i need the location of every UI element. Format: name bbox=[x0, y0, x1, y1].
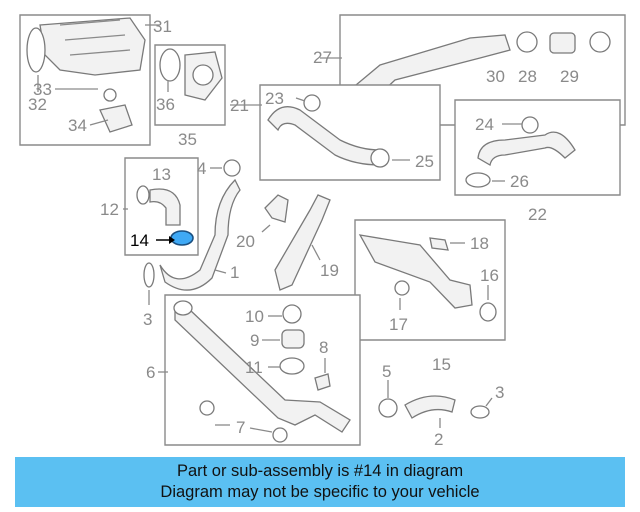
label-1: 1 bbox=[230, 263, 239, 282]
label-7: 7 bbox=[236, 418, 245, 437]
label-33: 33 bbox=[33, 80, 52, 99]
hose-22 bbox=[477, 131, 576, 167]
label-35: 35 bbox=[178, 130, 197, 149]
label-20: 20 bbox=[236, 232, 255, 251]
hose-1 bbox=[159, 178, 241, 291]
box-21-group bbox=[259, 84, 441, 181]
label-6: 6 bbox=[146, 363, 155, 382]
sleeve-7b bbox=[272, 427, 288, 443]
label-5: 5 bbox=[382, 362, 391, 381]
label-19: 19 bbox=[320, 261, 339, 280]
bolt-18 bbox=[429, 237, 449, 251]
label-27: 27 bbox=[313, 48, 332, 67]
box-6-group bbox=[164, 294, 361, 446]
sleeve-9 bbox=[281, 329, 305, 349]
banner-line-2: Diagram may not be specific to your vehi… bbox=[160, 483, 480, 501]
bolt-8 bbox=[314, 373, 331, 391]
box-21 bbox=[259, 84, 441, 181]
label-12: 12 bbox=[100, 200, 119, 219]
clamp-23 bbox=[303, 94, 321, 112]
label-9: 9 bbox=[250, 331, 259, 350]
sleeve-7a bbox=[199, 400, 215, 416]
info-banner: Part or sub-assembly is #14 in diagram D… bbox=[15, 457, 625, 507]
oring-33 bbox=[103, 88, 117, 102]
box-35-group bbox=[154, 44, 226, 126]
label-10: 10 bbox=[245, 307, 264, 326]
clamp-4 bbox=[223, 159, 241, 177]
label-13: 13 bbox=[152, 165, 171, 184]
part-labels: 31 32 33 34 35 36 27 30 28 29 21 23 25 2… bbox=[28, 17, 579, 449]
hose-13 bbox=[149, 188, 181, 226]
oring-16 bbox=[479, 302, 497, 322]
grommet-17 bbox=[394, 280, 410, 296]
label-15: 15 bbox=[432, 355, 451, 374]
label-3a: 3 bbox=[143, 310, 152, 329]
parts-diagram: 31 32 33 34 35 36 27 30 28 29 21 23 25 2… bbox=[19, 14, 626, 449]
sleeve-28 bbox=[549, 32, 576, 54]
label-24: 24 bbox=[475, 115, 494, 134]
label-29: 29 bbox=[560, 67, 579, 86]
pipe-19 bbox=[274, 194, 331, 291]
label-18: 18 bbox=[470, 234, 489, 253]
label-21: 21 bbox=[230, 96, 249, 115]
clamp-5 bbox=[378, 398, 398, 418]
clamp-25 bbox=[370, 148, 390, 168]
label-31: 31 bbox=[153, 17, 172, 36]
label-26: 26 bbox=[510, 172, 529, 191]
clamp-11 bbox=[279, 357, 305, 375]
oring-3b bbox=[470, 405, 490, 419]
label-30: 30 bbox=[486, 67, 505, 86]
box-22-group bbox=[454, 99, 621, 196]
pipe-15 bbox=[358, 234, 473, 309]
label-23: 23 bbox=[265, 89, 284, 108]
oring-3 bbox=[143, 262, 155, 288]
label-16: 16 bbox=[480, 266, 499, 285]
label-32: 32 bbox=[28, 95, 47, 114]
box-12-group bbox=[124, 157, 199, 256]
gasket-36a bbox=[159, 48, 181, 82]
label-28: 28 bbox=[518, 67, 537, 86]
label-11: 11 bbox=[245, 358, 263, 377]
gasket-32 bbox=[26, 27, 46, 73]
label-14: 14 bbox=[130, 231, 149, 250]
hose-2 bbox=[404, 395, 456, 419]
clamp-26 bbox=[465, 172, 491, 188]
clamp-30 bbox=[516, 31, 538, 53]
fitting-34 bbox=[99, 104, 133, 133]
box-15-group bbox=[354, 219, 506, 341]
label-22: 22 bbox=[528, 205, 547, 224]
label-4: 4 bbox=[197, 159, 206, 178]
label-8: 8 bbox=[319, 338, 328, 357]
label-25: 25 bbox=[415, 152, 434, 171]
intake-manifold bbox=[39, 17, 146, 76]
label-3b: 3 bbox=[495, 383, 504, 402]
clamp-14-highlighted bbox=[170, 230, 194, 246]
box-31-group bbox=[19, 14, 160, 146]
label-17: 17 bbox=[389, 315, 408, 334]
label-34: 34 bbox=[68, 116, 87, 135]
clamp-10 bbox=[282, 304, 302, 324]
clamp-24 bbox=[521, 116, 539, 134]
label-2: 2 bbox=[434, 430, 443, 449]
label-36: 36 bbox=[156, 95, 175, 114]
clamp-29 bbox=[589, 31, 611, 53]
banner-line-1: Part or sub-assembly is #14 in diagram bbox=[176, 462, 464, 480]
bracket-20 bbox=[264, 194, 289, 223]
